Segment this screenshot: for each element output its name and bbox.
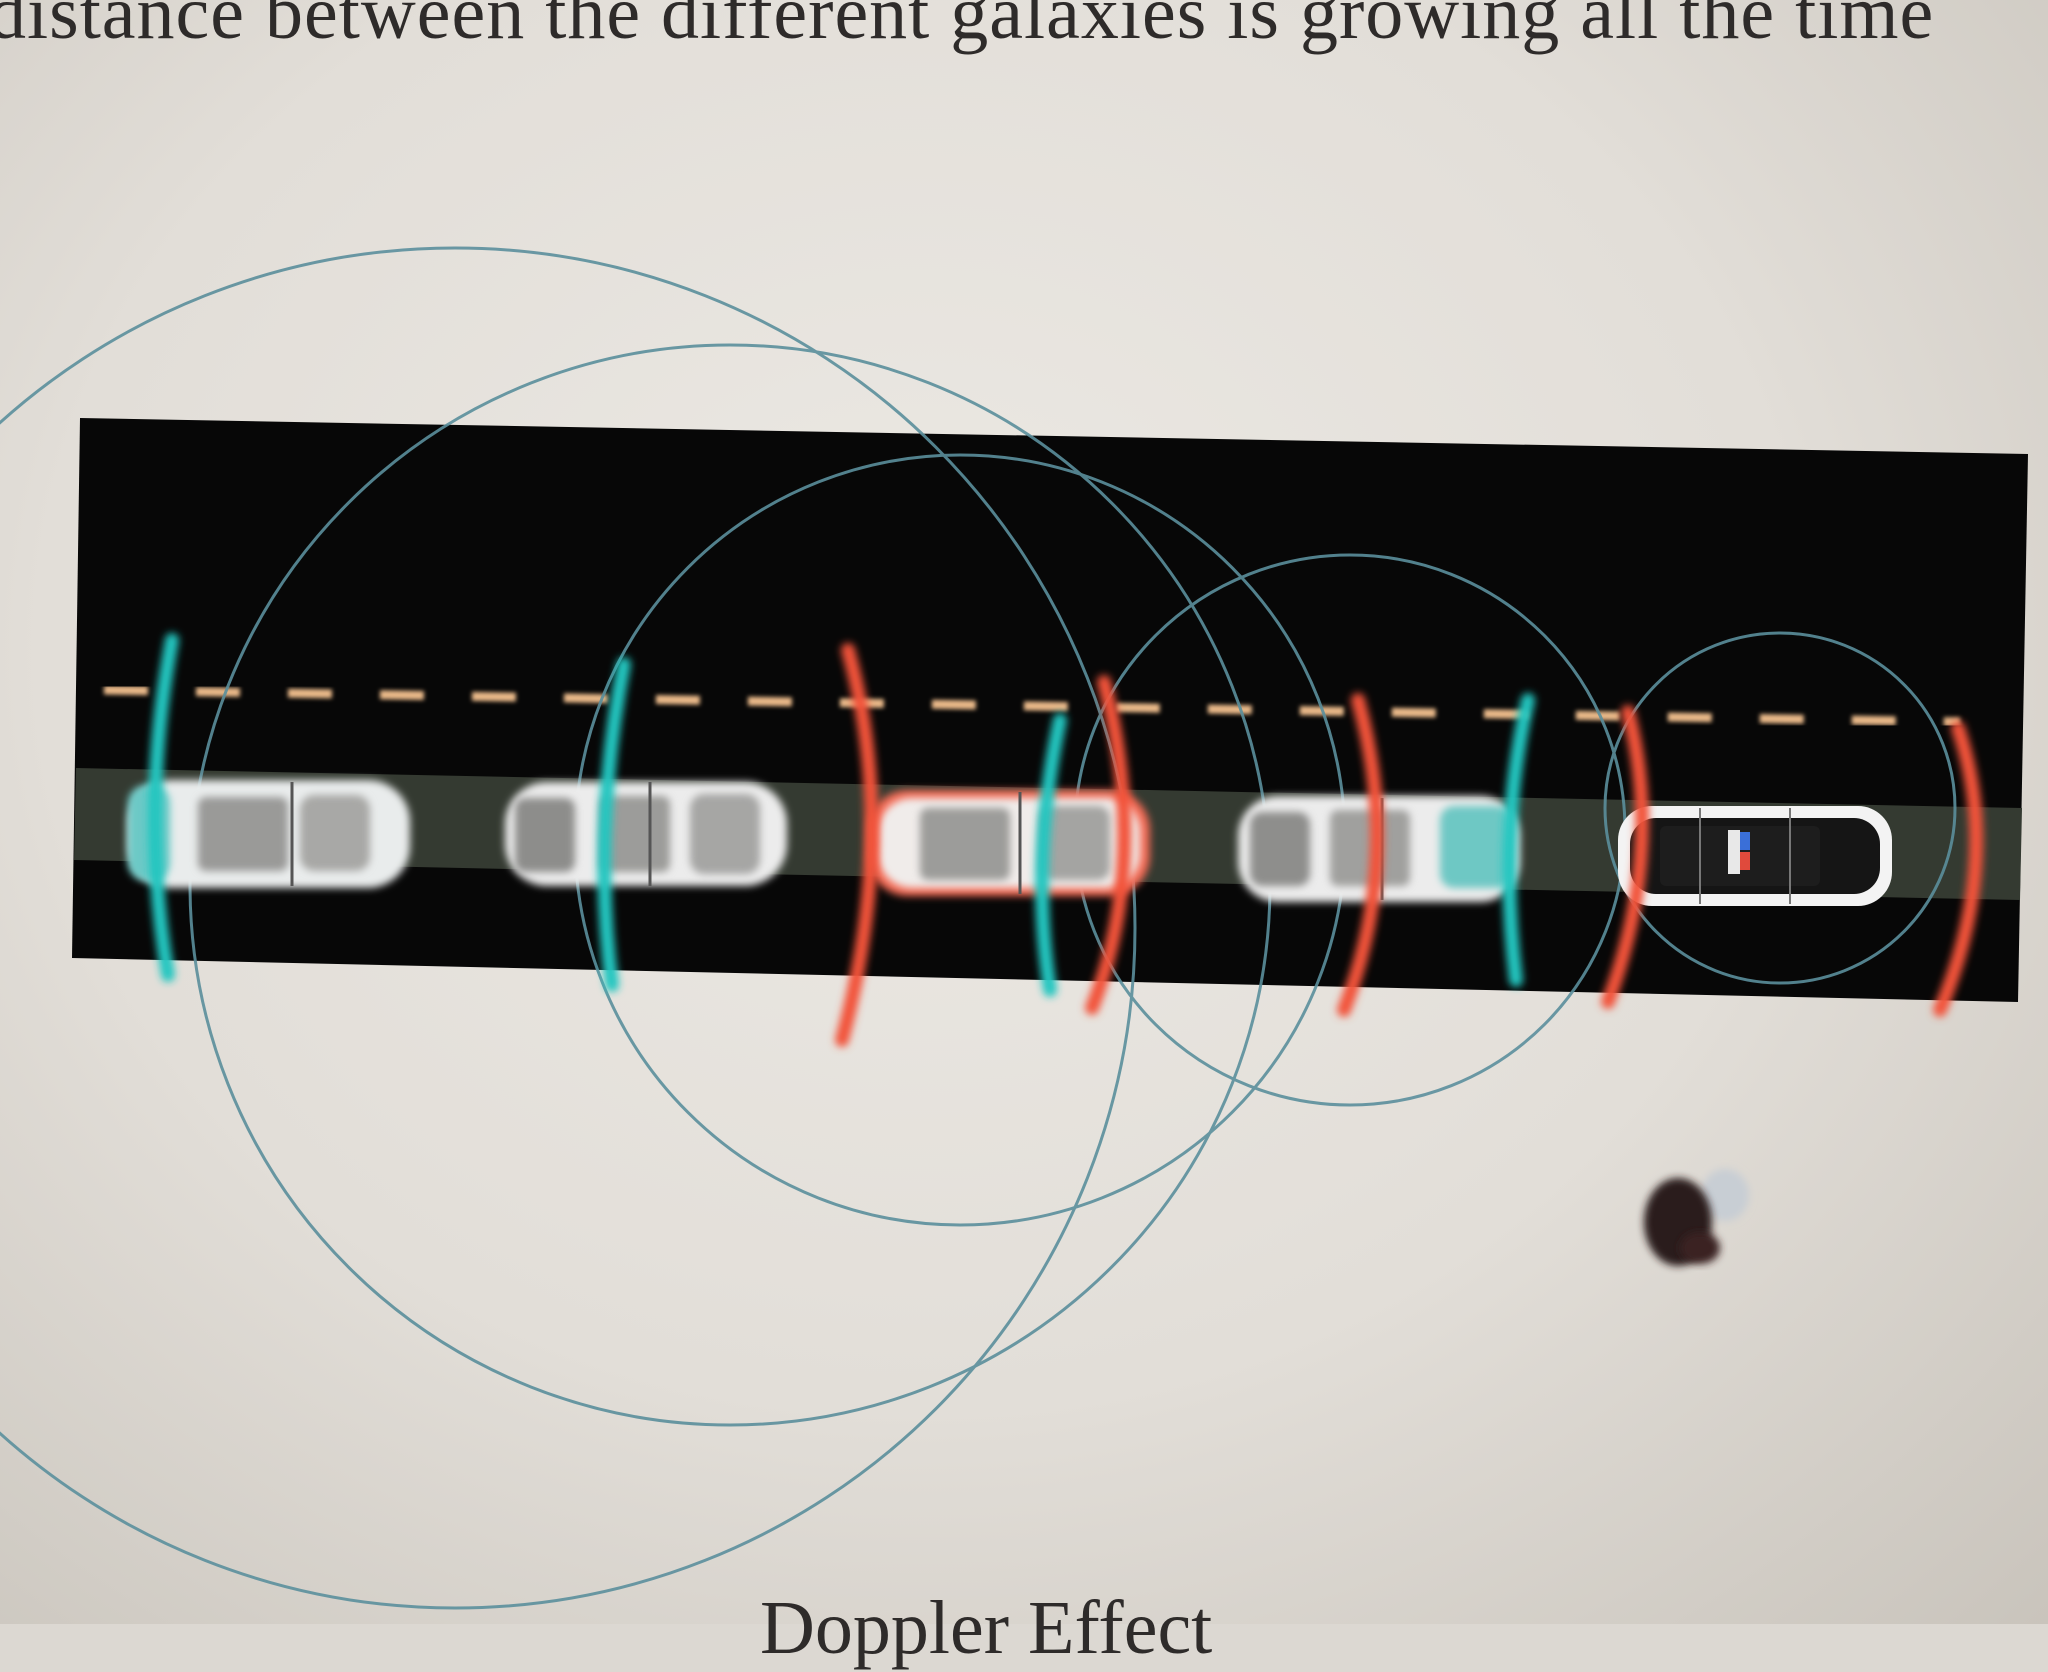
red-shift-arcs	[835, 643, 1984, 1047]
body-text-line: distance between the different galaxies …	[0, 0, 1935, 55]
center-dashed-line	[103, 685, 1961, 727]
wavefront-5	[1603, 631, 1957, 985]
car-3	[868, 790, 1150, 896]
figure-caption: Doppler Effect	[760, 1586, 1213, 1670]
car-1	[128, 780, 410, 888]
observer-person	[1644, 1169, 1749, 1266]
car-2	[505, 782, 787, 886]
blue-shift-arcs	[147, 633, 1535, 997]
wavefront-1	[0, 246, 1137, 1610]
doppler-diagram	[0, 246, 2028, 1610]
car-5-siren	[1618, 806, 1892, 906]
